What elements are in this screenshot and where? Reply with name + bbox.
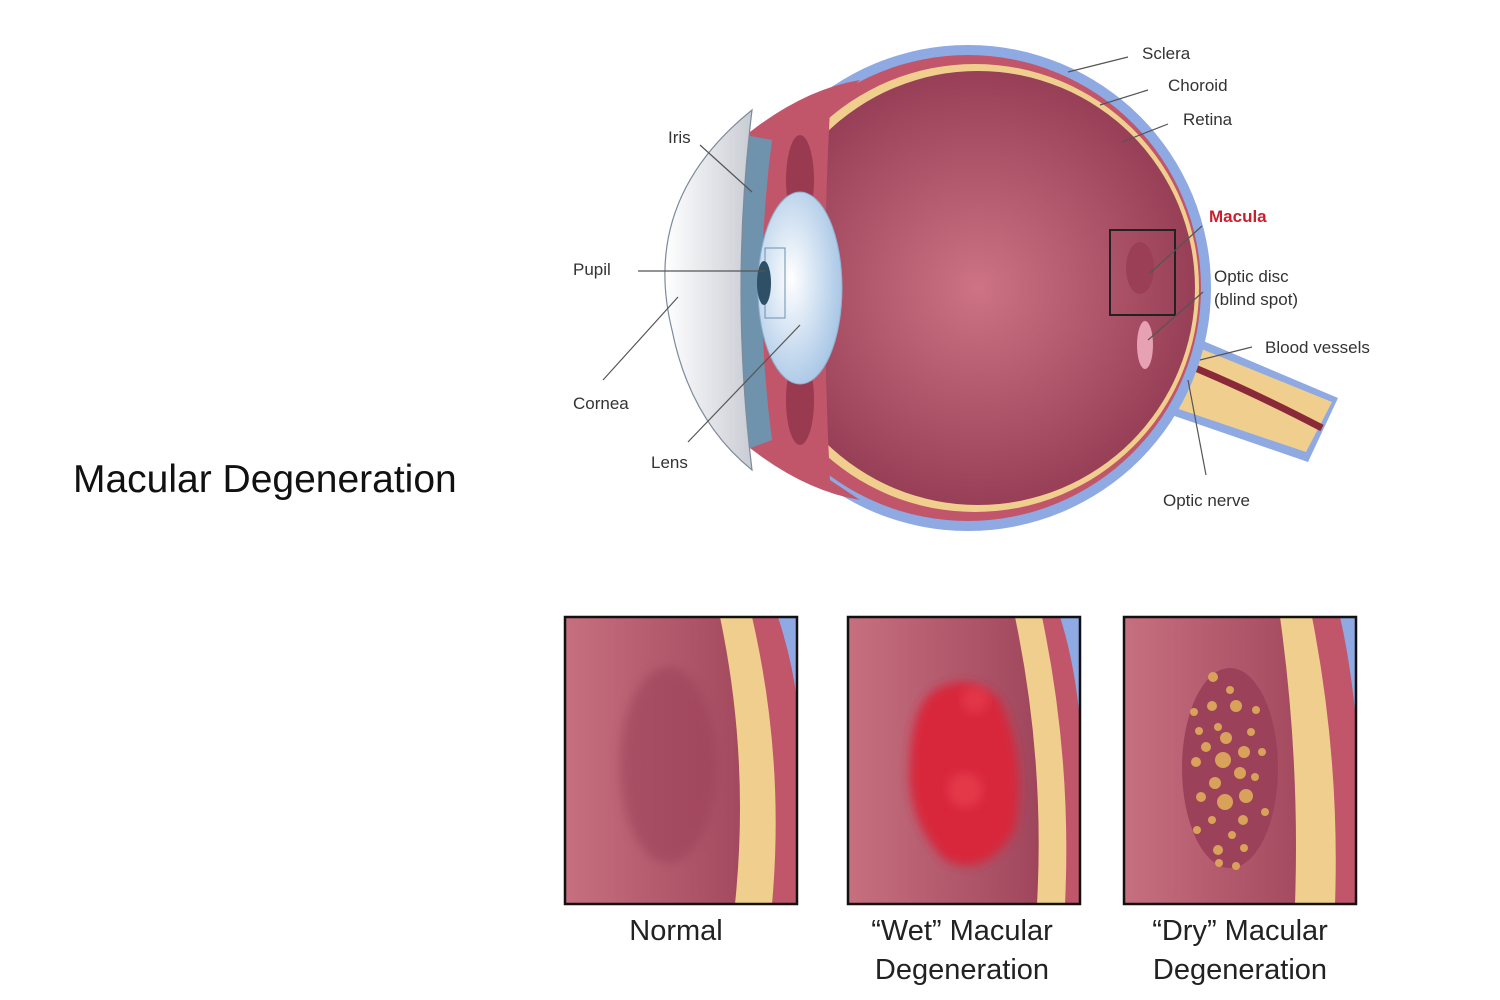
label-retina: Retina bbox=[1183, 110, 1233, 129]
label-macula: Macula bbox=[1209, 207, 1267, 226]
label-blind-spot: (blind spot) bbox=[1214, 290, 1298, 309]
caption-wet-line2: Degeneration bbox=[875, 954, 1049, 986]
caption-dry-line2: Degeneration bbox=[1153, 954, 1327, 986]
label-optic-disc: Optic disc bbox=[1214, 267, 1289, 286]
label-lens: Lens bbox=[651, 453, 688, 472]
leader-lines bbox=[602, 56, 1253, 476]
drusen-deposits bbox=[1190, 672, 1269, 870]
caption-wet-line1: “Wet” Macular bbox=[871, 915, 1053, 947]
label-sclera: Sclera bbox=[1142, 44, 1191, 63]
panel-wet bbox=[848, 617, 1080, 904]
label-cornea: Cornea bbox=[573, 394, 629, 413]
label-iris: Iris bbox=[668, 128, 691, 147]
panel-normal bbox=[565, 617, 797, 904]
panel-dry bbox=[1124, 617, 1356, 904]
page-title: Macular Degeneration bbox=[73, 458, 457, 501]
label-blood-vessels: Blood vessels bbox=[1265, 338, 1370, 357]
macula-highlight-box bbox=[1109, 229, 1176, 316]
label-choroid: Choroid bbox=[1168, 76, 1228, 95]
caption-dry-line1: “Dry” Macular bbox=[1152, 915, 1328, 947]
eyeball bbox=[664, 45, 1211, 531]
label-optic-nerve: Optic nerve bbox=[1163, 491, 1250, 510]
label-pupil: Pupil bbox=[573, 260, 611, 279]
caption-normal: Normal bbox=[629, 915, 722, 947]
